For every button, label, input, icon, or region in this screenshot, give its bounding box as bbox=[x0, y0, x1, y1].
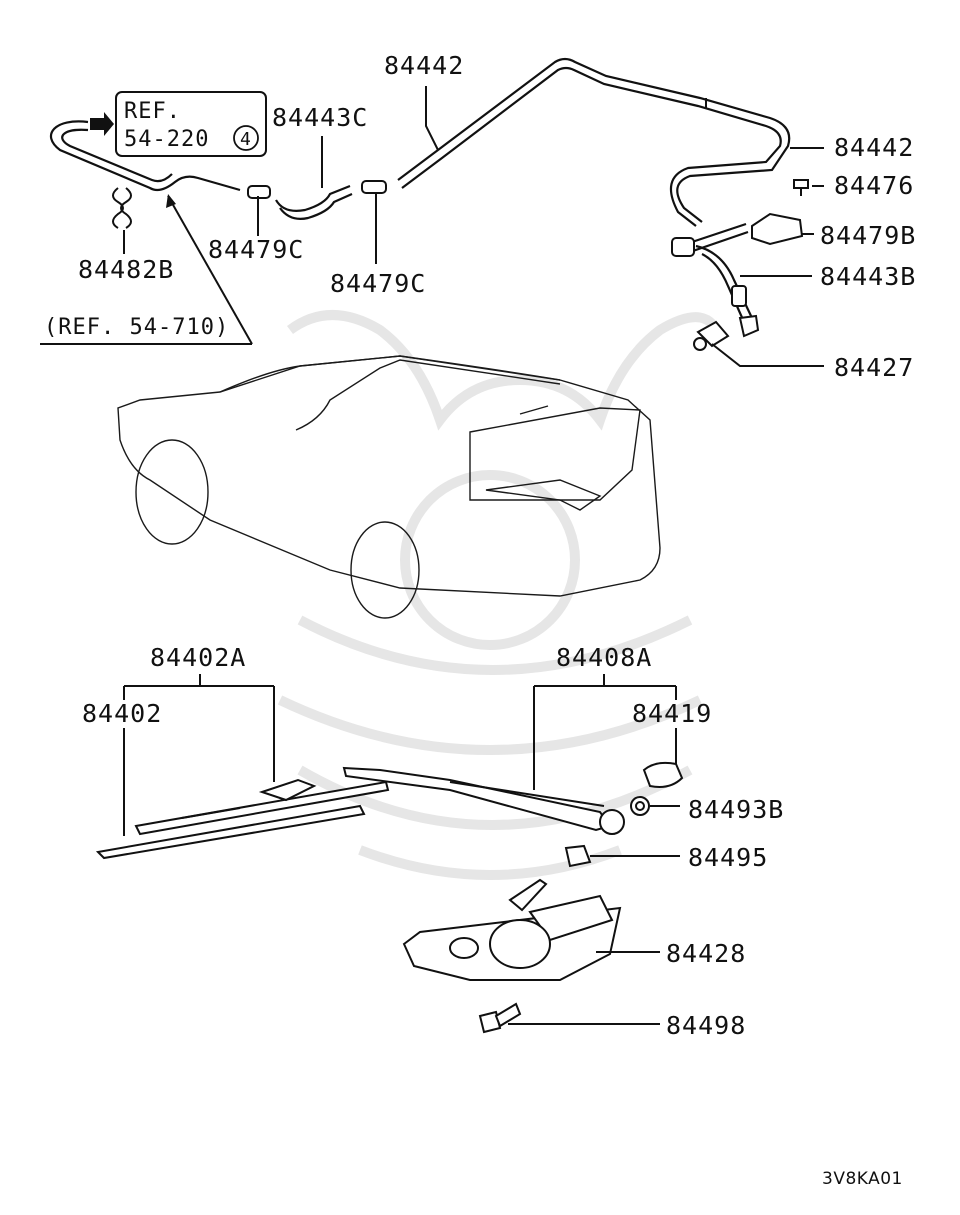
ref-box: REF. 54-220 4 bbox=[115, 91, 267, 157]
label-84495: 84495 bbox=[688, 843, 768, 872]
label-84419: 84419 bbox=[632, 699, 712, 728]
ref-note: (REF. 54-710) bbox=[44, 315, 229, 340]
wiper-arm-84408A bbox=[342, 766, 625, 835]
bracket-84479B bbox=[751, 212, 814, 246]
label-84493B: 84493B bbox=[688, 795, 784, 824]
diagram-code: 3V8KA01 bbox=[822, 1169, 903, 1189]
label-84498: 84498 bbox=[666, 1011, 746, 1040]
left-hose-84442 bbox=[49, 112, 241, 192]
cap-84419 bbox=[642, 761, 684, 788]
motor-84428 bbox=[402, 878, 660, 981]
label-84402A: 84402A bbox=[150, 643, 246, 672]
ref-note-leader bbox=[40, 194, 253, 345]
bracket-84408A bbox=[533, 674, 677, 790]
nut-84493B bbox=[630, 796, 680, 816]
ref-box-line2: 54-220 bbox=[124, 127, 209, 152]
car-outline bbox=[117, 355, 661, 619]
label-84443C: 84443C bbox=[272, 103, 368, 132]
label-84408A: 84408A bbox=[556, 643, 652, 672]
hose-84443C bbox=[275, 136, 353, 220]
nozzle-84427 bbox=[693, 320, 824, 367]
screw-84476 bbox=[793, 179, 824, 196]
label-84479C-mid: 84479C bbox=[330, 269, 426, 298]
bolt-84498 bbox=[478, 1002, 660, 1034]
label-84427: 84427 bbox=[834, 353, 914, 382]
label-84442-top: 84442 bbox=[384, 51, 464, 80]
label-84443B: 84443B bbox=[820, 262, 916, 291]
hose-84442-main bbox=[397, 57, 824, 227]
label-84476: 84476 bbox=[834, 171, 914, 200]
clip-84482B bbox=[112, 187, 132, 254]
arrow-icon bbox=[90, 112, 114, 136]
label-84482B: 84482B bbox=[78, 255, 174, 284]
connector-84479C-mid bbox=[361, 180, 387, 264]
ref-box-circled-number: 4 bbox=[240, 129, 251, 150]
bushing-84495 bbox=[564, 844, 680, 868]
label-84479B: 84479B bbox=[820, 221, 916, 250]
connector-84479C-left bbox=[247, 185, 271, 236]
wiper-blade-84402 bbox=[95, 778, 390, 860]
label-84479C-left: 84479C bbox=[208, 235, 304, 264]
ref-box-line1: REF. bbox=[124, 99, 181, 124]
hose-84443B bbox=[671, 222, 812, 338]
label-84442-right: 84442 bbox=[834, 133, 914, 162]
label-84428: 84428 bbox=[666, 939, 746, 968]
label-84402: 84402 bbox=[82, 699, 162, 728]
bracket-84402A bbox=[123, 674, 275, 836]
